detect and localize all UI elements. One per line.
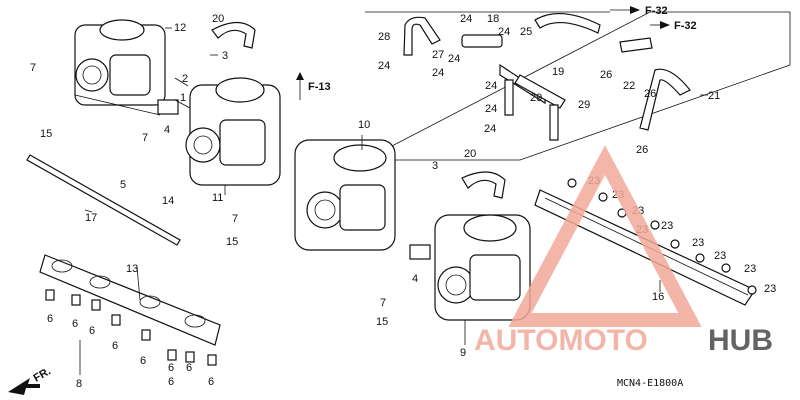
callout-7c: 7 <box>232 213 238 225</box>
callout-3b: 3 <box>432 160 438 172</box>
ref-f32-top-label: F-32 <box>645 5 668 17</box>
callout-4a: 4 <box>164 124 170 136</box>
callout-15b: 15 <box>226 236 238 248</box>
callout-21: 21 <box>708 90 720 102</box>
link-plate-13 <box>39 254 221 346</box>
carburetor-unit-10 <box>294 139 396 251</box>
callout-24c: 24 <box>448 53 460 65</box>
front-arrow: FR. <box>8 365 53 395</box>
callout-26b: 26 <box>644 88 656 100</box>
callout-1: 1 <box>180 92 186 104</box>
connecting-rod-17 <box>26 154 181 246</box>
hose-20b <box>461 171 506 199</box>
spring-4a <box>157 99 179 115</box>
bolts-23 <box>567 178 757 295</box>
callout-15a: 15 <box>40 128 52 140</box>
callout-16: 16 <box>652 291 664 303</box>
callout-24f: 24 <box>485 80 497 92</box>
callout-17: 17 <box>85 212 97 224</box>
watermark-text-accent: HUB <box>708 324 773 357</box>
callout-4b: 4 <box>412 273 418 285</box>
callout-6h: 6 <box>168 376 174 388</box>
callout-20a: 20 <box>212 13 224 25</box>
ref-f13: F-13 <box>296 72 331 100</box>
callout-9: 9 <box>460 347 466 359</box>
bolts-6 <box>45 289 217 366</box>
ref-f32-right-label: F-32 <box>674 20 697 32</box>
watermark-text-main: AUTOMOTO <box>474 324 648 357</box>
callout-18: 18 <box>487 13 499 25</box>
callout-11: 11 <box>212 192 223 204</box>
callout-10: 10 <box>358 119 370 131</box>
callout-26c: 26 <box>636 144 648 156</box>
callout-7d: 7 <box>380 297 386 309</box>
callout-25: 25 <box>520 26 532 38</box>
callout-24g: 24 <box>485 103 497 115</box>
callout-23f: 23 <box>714 250 726 262</box>
callout-6d: 6 <box>112 340 118 352</box>
callout-15c: 15 <box>376 316 388 328</box>
callout-6f: 6 <box>168 362 174 374</box>
callout-26a: 26 <box>600 69 612 81</box>
callout-23e: 23 <box>692 237 704 249</box>
callout-2: 2 <box>182 73 188 85</box>
front-label: FR. <box>32 365 53 384</box>
callout-23d: 23 <box>661 220 673 232</box>
callout-6g: 6 <box>186 362 192 374</box>
callout-6a: 6 <box>47 313 53 325</box>
ref-f32-right: F-32 <box>650 20 697 32</box>
carburetor-unit-12 <box>74 19 166 116</box>
callout-27: 27 <box>432 49 444 61</box>
callout-29a: 29 <box>530 92 542 104</box>
callout-24h: 24 <box>484 123 496 135</box>
ref-f13-label: F-13 <box>308 81 331 93</box>
carburetor-unit-9 <box>434 214 531 321</box>
callout-6i: 6 <box>208 376 214 388</box>
callout-24b: 24 <box>498 26 510 38</box>
callout-7a: 7 <box>30 62 36 74</box>
callout-24d: 24 <box>378 60 390 72</box>
spring-4b <box>409 244 431 260</box>
callout-7b: 7 <box>142 132 148 144</box>
leader-lines <box>79 27 708 375</box>
callout-29b: 29 <box>578 99 590 111</box>
callout-20b: 20 <box>464 148 476 160</box>
callout-23g: 23 <box>744 263 756 275</box>
callout-24e: 24 <box>432 67 444 79</box>
hose-group-outline <box>364 11 791 161</box>
callout-8: 8 <box>76 378 82 390</box>
callout-19: 19 <box>552 66 564 78</box>
callout-12: 12 <box>174 22 186 34</box>
hose-20a <box>211 21 256 49</box>
callout-14: 14 <box>162 195 174 207</box>
callout-6c: 6 <box>89 325 95 337</box>
callout-24a: 24 <box>460 13 472 25</box>
callout-3a: 3 <box>222 50 228 62</box>
callout-28: 28 <box>378 31 390 43</box>
carburetor-unit-11 <box>185 77 281 186</box>
callout-6b: 6 <box>72 318 78 330</box>
automotohub-watermark: AUTOMOTO HUB <box>474 145 773 357</box>
callout-22: 22 <box>623 80 635 92</box>
watermark-triangle <box>508 145 702 327</box>
callout-6e: 6 <box>140 355 146 367</box>
diagram-code: MCN4-E1800A <box>617 378 683 389</box>
hose-set <box>403 12 691 141</box>
callout-13: 13 <box>126 263 138 275</box>
callout-5: 5 <box>120 179 126 191</box>
ref-f32-top: F-32 <box>610 5 668 17</box>
callout-23h: 23 <box>764 283 776 295</box>
